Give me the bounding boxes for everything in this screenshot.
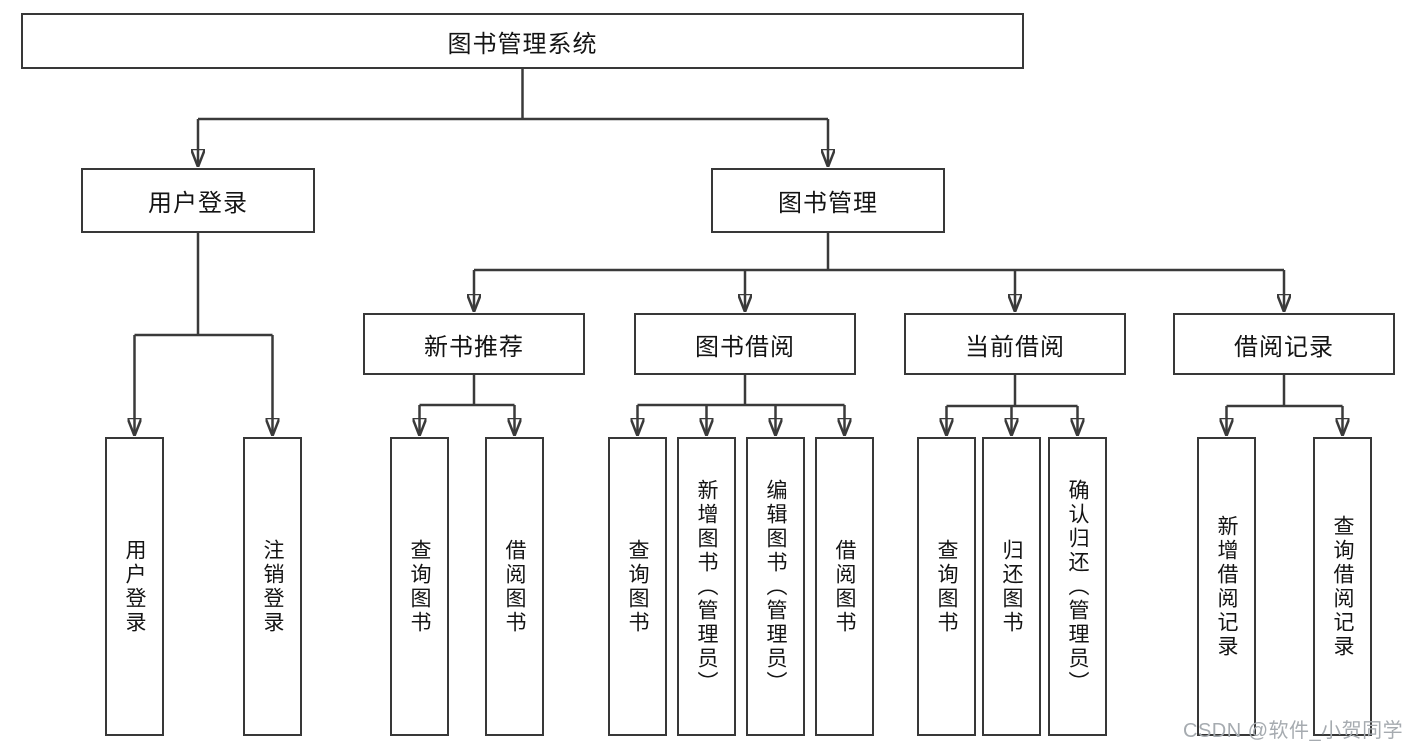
node-label: 新书推荐	[424, 333, 524, 361]
node-label: 当前借阅	[965, 333, 1065, 361]
node-label: 编辑图书（管理员）	[764, 478, 787, 695]
node-label: 新增图书（管理员）	[695, 478, 718, 695]
node-add-book-admin: 新增图书（管理员）	[677, 437, 736, 736]
node-label: 图书管理	[778, 190, 878, 217]
node-book-borrow: 图书借阅	[634, 313, 856, 375]
node-logout-login: 注销登录	[243, 437, 302, 736]
node-new-book-recommend: 新书推荐	[363, 313, 585, 375]
node-label: 图书管理系统	[447, 30, 598, 58]
node-query-books-current: 查询图书	[917, 437, 976, 736]
node-label: 查询图书	[626, 538, 649, 635]
node-label: 用户登录	[123, 538, 146, 635]
node-user-login-leaf: 用户登录	[105, 437, 164, 736]
csdn-watermark: CSDN @软件_小贺同学	[1183, 720, 1404, 742]
node-label: 确认归还（管理员）	[1066, 478, 1089, 695]
node-label: 查询图书	[935, 538, 958, 635]
node-borrow-books-recommend: 借阅图书	[485, 437, 544, 736]
node-confirm-return-admin: 确认归还（管理员）	[1048, 437, 1107, 736]
node-label: 借阅图书	[503, 538, 526, 635]
node-return-books: 归还图书	[982, 437, 1041, 736]
node-label: 借阅记录	[1234, 333, 1334, 361]
node-label: 查询借阅记录	[1331, 514, 1354, 659]
node-label: 用户登录	[148, 190, 248, 217]
node-label: 借阅图书	[833, 538, 856, 635]
node-current-borrow: 当前借阅	[904, 313, 1126, 375]
node-library-management-system: 图书管理系统	[21, 13, 1024, 69]
node-query-borrow-record: 查询借阅记录	[1313, 437, 1372, 736]
node-label: 注销登录	[261, 538, 284, 635]
node-add-borrow-record: 新增借阅记录	[1197, 437, 1256, 736]
node-edit-book-admin: 编辑图书（管理员）	[746, 437, 805, 736]
node-borrow-books-borrow: 借阅图书	[815, 437, 874, 736]
node-label: 查询图书	[408, 538, 431, 635]
node-label: 归还图书	[1000, 538, 1023, 635]
node-query-books-recommend: 查询图书	[390, 437, 449, 736]
node-label: 图书借阅	[695, 333, 795, 361]
node-user-login: 用户登录	[81, 168, 315, 233]
node-query-books-borrow: 查询图书	[608, 437, 667, 736]
node-label: 新增借阅记录	[1215, 514, 1238, 659]
node-book-management: 图书管理	[711, 168, 945, 233]
node-borrow-records: 借阅记录	[1173, 313, 1395, 375]
